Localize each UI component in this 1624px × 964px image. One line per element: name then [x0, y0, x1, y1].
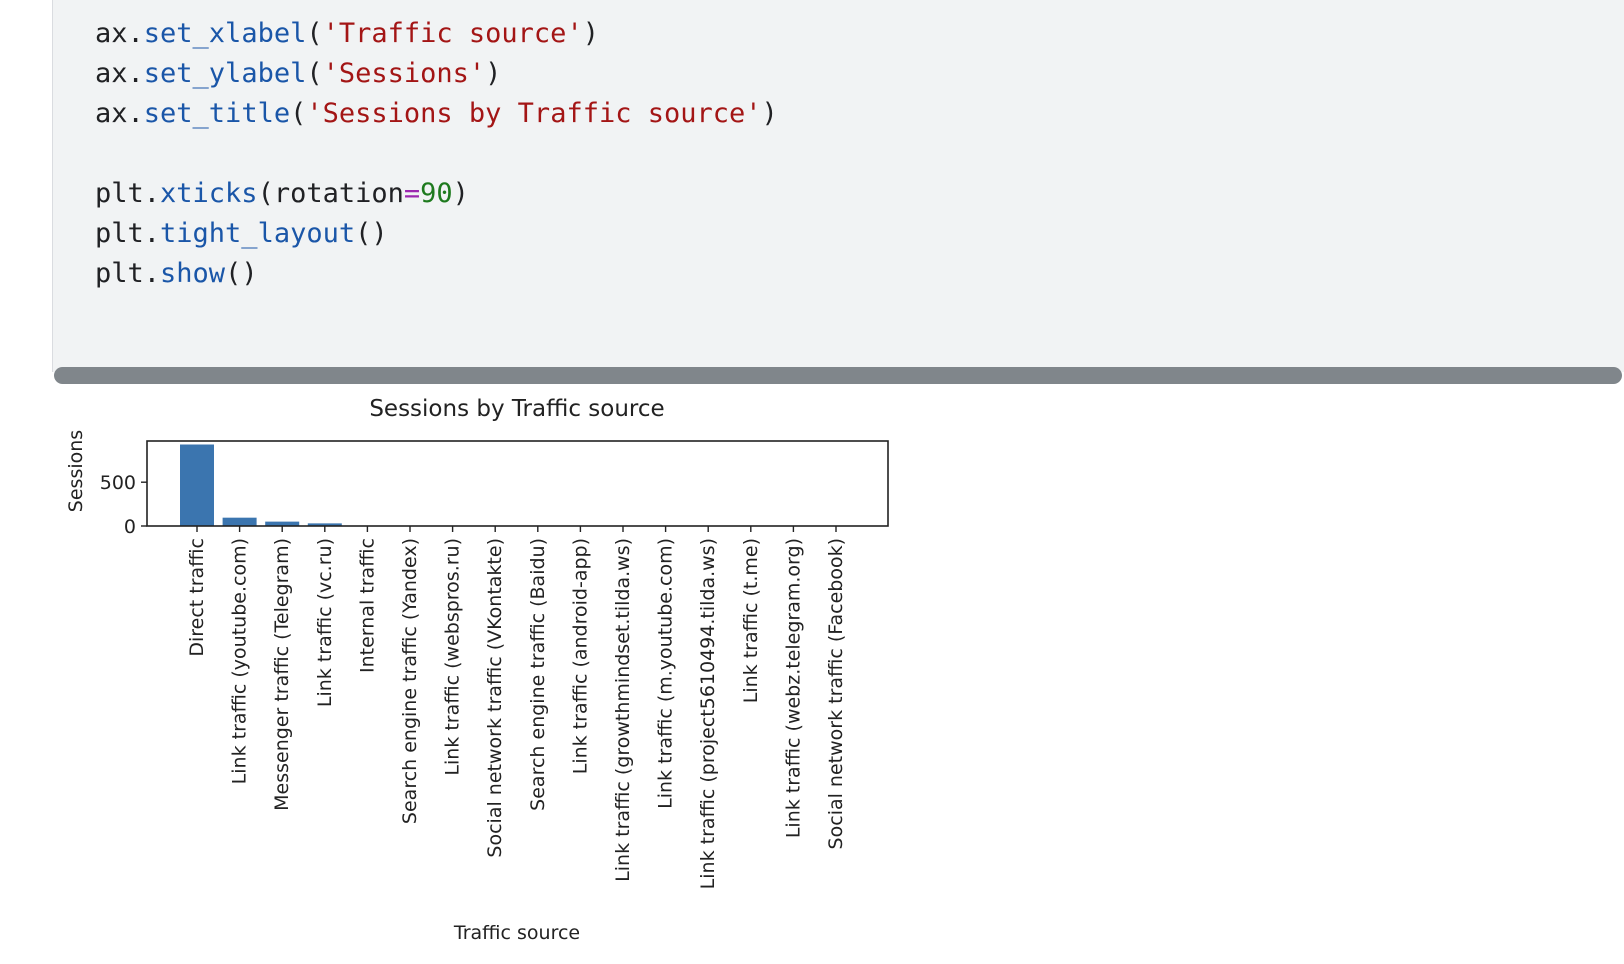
- bars-group: [180, 444, 853, 526]
- code-token: (): [355, 218, 388, 249]
- bar: [222, 517, 257, 526]
- code-token: ): [485, 58, 502, 89]
- code-token: plt.: [95, 178, 161, 209]
- bar: [180, 444, 214, 526]
- x-tick-label: Link traffic (webz.telegram.org): [782, 538, 804, 838]
- code-token: ax.: [95, 98, 144, 129]
- code-token: 'Sessions': [322, 58, 486, 89]
- y-ticks-group: 0 500: [100, 472, 147, 538]
- x-tick-label: Messenger traffic (Telegram): [271, 538, 293, 811]
- x-tick-label: Link traffic (vc.ru): [314, 538, 336, 707]
- code-token: 'Sessions by Traffic source': [306, 98, 762, 129]
- code-token: =: [403, 178, 421, 209]
- code-token: (: [306, 18, 323, 49]
- cell-output: Sessions by Traffic source Sessions Traf…: [0, 396, 920, 956]
- code-token: ): [582, 18, 599, 49]
- code-token: (): [225, 258, 258, 289]
- bar: [307, 523, 342, 526]
- code-token: ax.: [95, 58, 144, 89]
- code-line: ax.set_ylabel('Sessions'): [95, 54, 501, 94]
- code-token: set_ylabel: [143, 58, 307, 89]
- code-cell[interactable]: ax.set_xlabel('Traffic source')ax.set_yl…: [52, 0, 1624, 372]
- x-tick-label: Link traffic (android-app): [569, 538, 591, 774]
- code-token: ): [452, 178, 469, 209]
- x-tick-label: Link traffic (m.youtube.com): [655, 538, 677, 809]
- code-token: ): [761, 98, 778, 129]
- code-line: ax.set_title('Sessions by Traffic source…: [95, 94, 778, 134]
- x-axis-label: Traffic source: [453, 922, 580, 944]
- y-tick-label: 500: [100, 472, 136, 494]
- code-token: 90: [420, 178, 453, 209]
- x-tick-label: Link traffic (growthmindset.tilda.ws): [612, 538, 634, 882]
- code-token: plt.: [95, 218, 161, 249]
- x-ticks-group: Direct traffic Link traffic (youtube.com)…: [186, 526, 847, 889]
- code-token: 'Traffic source': [322, 18, 583, 49]
- x-tick-label: Link traffic (webspros.ru): [442, 538, 464, 776]
- bar: [265, 521, 300, 526]
- code-token: (: [306, 58, 323, 89]
- code-line: plt.tight_layout(): [95, 214, 388, 254]
- x-tick-label: Social network traffic (VKontakte): [484, 538, 506, 858]
- scrollbar-thumb[interactable]: [54, 367, 1622, 384]
- x-tick-label: Direct traffic: [186, 538, 208, 657]
- plot-frame: [146, 440, 889, 527]
- code-line: ax.set_xlabel('Traffic source'): [95, 14, 599, 54]
- y-tick-label: 0: [124, 516, 136, 538]
- horizontal-scrollbar[interactable]: [54, 367, 1624, 384]
- code-token: set_xlabel: [143, 18, 307, 49]
- code-token: ax.: [95, 18, 144, 49]
- y-axis-label: Sessions: [65, 430, 87, 512]
- x-tick-label: Link traffic (project5610494.tilda.ws): [697, 538, 719, 889]
- code-line: plt.xticks(rotation=90): [95, 174, 469, 214]
- x-tick-label: Search engine traffic (Yandex): [399, 538, 421, 824]
- bar-chart: Sessions by Traffic source Sessions Traf…: [65, 396, 889, 944]
- x-tick-label: Social network traffic (Facebook): [825, 538, 847, 849]
- code-token: (rotation: [257, 178, 404, 209]
- code-token: xticks: [160, 178, 258, 209]
- x-tick-label: Link traffic (youtube.com): [229, 538, 251, 784]
- chart-title: Sessions by Traffic source: [369, 396, 664, 422]
- x-tick-label: Search engine traffic (Baidu): [527, 538, 549, 811]
- code-line: plt.show(): [95, 254, 258, 294]
- code-token: tight_layout: [160, 218, 356, 249]
- x-tick-label: Internal traffic: [356, 538, 378, 673]
- code-token: set_title: [143, 98, 291, 129]
- code-token: (: [290, 98, 307, 129]
- x-tick-label: Link traffic (t.me): [740, 538, 762, 703]
- code-token: plt.: [95, 258, 161, 289]
- code-token: show: [160, 258, 226, 289]
